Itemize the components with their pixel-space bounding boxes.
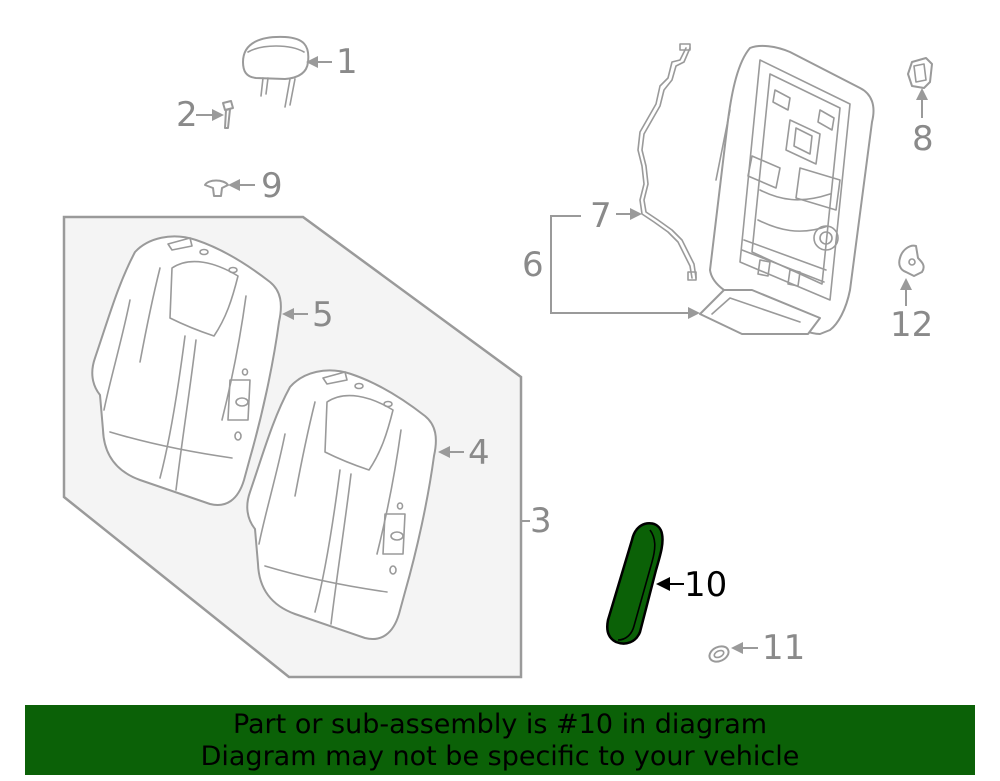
callout-5: 5	[312, 295, 334, 335]
seat-back-cover-part-4	[246, 369, 437, 640]
banner-line-1: Part or sub-assembly is #10 in diagram	[232, 709, 768, 740]
callout-1: 1	[336, 42, 358, 82]
seat-back-frame-part	[709, 44, 875, 335]
notice-banner: Part or sub-assembly is #10 in diagram D…	[25, 705, 975, 775]
callout-11: 11	[762, 628, 805, 668]
callout-12: 12	[890, 305, 933, 345]
bolt-part	[222, 100, 234, 129]
callout-2: 2	[176, 95, 198, 135]
callout-3: 3	[530, 501, 552, 541]
clip-part	[204, 179, 229, 197]
banner-line-2: Diagram may not be specific to your vehi…	[200, 741, 800, 772]
callout-9: 9	[261, 166, 283, 206]
latch-part	[907, 57, 933, 89]
callout-7: 7	[590, 196, 612, 236]
wire-harness-part	[637, 43, 697, 281]
grommet-part	[708, 645, 730, 663]
headrest-part	[242, 35, 310, 108]
striker-part	[898, 244, 925, 277]
callout-10: 10	[684, 565, 727, 605]
seat-back-cover-part-5	[91, 235, 282, 506]
armrest-part-10	[606, 521, 664, 645]
frame-bottom-panel	[699, 289, 821, 335]
callout-6: 6	[522, 245, 544, 285]
callout-8: 8	[912, 119, 934, 159]
callout-4: 4	[468, 433, 490, 473]
parts-diagram: 1 2 9 3 5	[62, 35, 934, 679]
